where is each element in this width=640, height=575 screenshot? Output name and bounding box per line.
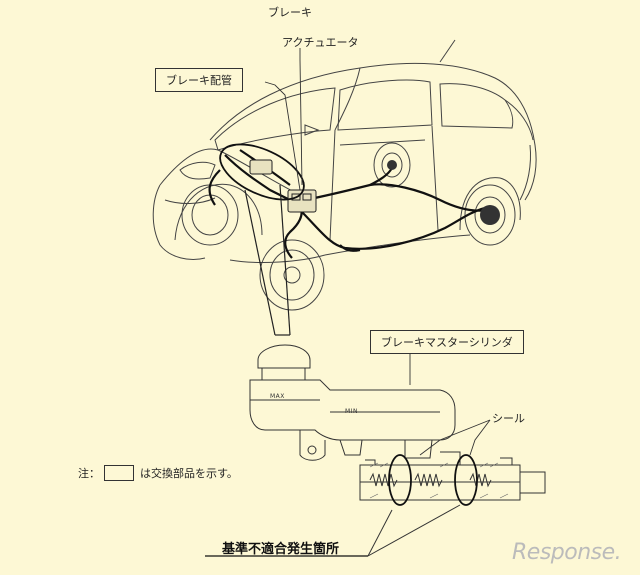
- min-mark: MIN: [345, 408, 358, 415]
- rear-inner-disc: [387, 160, 397, 170]
- note-prefix: 注：: [78, 467, 100, 480]
- zoom-funnel: [244, 184, 291, 336]
- actuator-label-line1: ブレーキ: [268, 6, 312, 19]
- response-watermark: Response.: [512, 540, 622, 565]
- piping-highlight-ellipse: [219, 143, 305, 201]
- actuator-label-line2: アクチュエータ: [282, 36, 359, 49]
- master-cylinder-label: ブレーキマスターシリンダ: [370, 330, 524, 354]
- rear-disc: [480, 205, 500, 225]
- seal-highlights: [388, 454, 478, 506]
- replacement-part-legend-box: [104, 465, 134, 481]
- cylinder-hatching: [369, 462, 509, 499]
- brake-piping-label: ブレーキ配管: [155, 68, 243, 92]
- max-mark: MAX: [270, 393, 285, 400]
- seal-label: シール: [492, 412, 525, 425]
- master-cylinder-illustration: [249, 344, 546, 501]
- note-suffix: は交換部品を示す。: [140, 467, 238, 480]
- leader-lines: [264, 48, 491, 456]
- defect-location-label: 基準不適合発生箇所: [222, 542, 340, 557]
- defect-leaders: [367, 504, 461, 557]
